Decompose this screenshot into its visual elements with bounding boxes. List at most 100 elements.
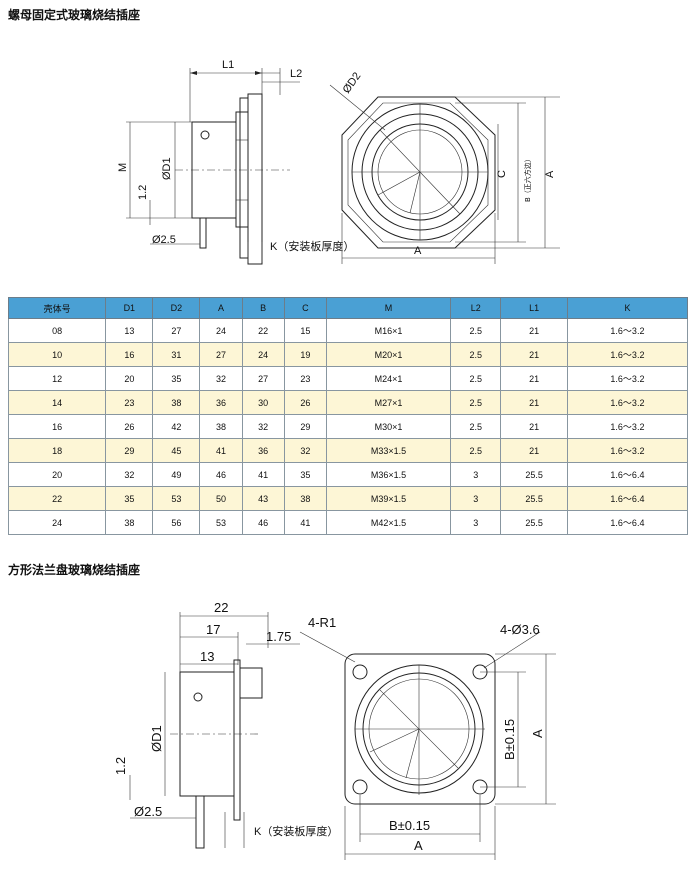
dim-1-2-flange: 1.2 — [113, 757, 128, 775]
dim-D1-flange: ØD1 — [149, 725, 164, 752]
table-cell: 41 — [241, 462, 285, 487]
table-cell: 23 — [283, 366, 327, 391]
table-header-row: 壳体号 D1 D2 A B C M L2 L1 K — [7, 297, 689, 319]
table-cell: 24 — [7, 510, 107, 535]
col-header: A — [199, 297, 243, 319]
table-cell: M42×1.5 — [325, 510, 452, 535]
dim-K: K（安装板厚度） — [270, 239, 354, 253]
table-cell: 16 — [105, 342, 154, 367]
table-cell: 26 — [283, 390, 327, 415]
table-cell: 2.5 — [450, 342, 502, 367]
table-cell: 20 — [7, 462, 107, 487]
table-cell: 2.5 — [450, 318, 502, 343]
dim-B: B（正六方边） — [523, 155, 532, 202]
dim-A-side-flange: A — [530, 729, 545, 738]
table-cell: M36×1.5 — [325, 462, 452, 487]
table-cell: 56 — [152, 510, 201, 535]
table-cell: 27 — [241, 366, 285, 391]
table-cell: 36 — [241, 438, 285, 463]
table-cell: 50 — [199, 486, 243, 511]
table-cell: 16 — [7, 414, 107, 439]
table-cell: 1.6～6.4 — [566, 510, 689, 535]
table-cell: 1.6～3.2 — [566, 318, 689, 343]
table-cell: 1.6～3.2 — [566, 342, 689, 367]
table-cell: M16×1 — [325, 318, 452, 343]
table-cell: 38 — [199, 414, 243, 439]
table-cell: 1.6～6.4 — [566, 462, 689, 487]
table-cell: 2.5 — [450, 414, 502, 439]
table-cell: 27 — [199, 342, 243, 367]
table-cell: 20 — [105, 366, 154, 391]
dim-A-bottom-flange: A — [414, 838, 423, 853]
col-header: 壳体号 — [7, 297, 107, 319]
table-cell: 41 — [283, 510, 327, 535]
table-cell: 45 — [152, 438, 201, 463]
dim-M: M — [117, 163, 129, 172]
dim-d2-5-flange: Ø2.5 — [134, 804, 162, 819]
table-cell: 12 — [7, 366, 107, 391]
table-cell: 32 — [105, 462, 154, 487]
col-header: D1 — [105, 297, 154, 319]
table-cell: 38 — [283, 486, 327, 511]
dim-L1: L1 — [222, 59, 234, 71]
dim-C: C — [496, 170, 508, 178]
table-cell: 21 — [500, 390, 568, 415]
nut-mount-side-view: L1 L2 M ØD1 1.2 Ø2.5 K（安装板厚度） — [117, 59, 354, 265]
table-cell: 21 — [500, 342, 568, 367]
table-cell: 18 — [7, 438, 107, 463]
table-cell: 27 — [152, 318, 201, 343]
table-cell: 24 — [199, 318, 243, 343]
table-cell: 35 — [283, 462, 327, 487]
dim-17: 17 — [206, 622, 220, 637]
table-cell: 1.6～6.4 — [566, 486, 689, 511]
table-cell: 53 — [152, 486, 201, 511]
table-cell: 25.5 — [500, 486, 568, 511]
table-cell: 35 — [105, 486, 154, 511]
table-cell: 30 — [241, 390, 285, 415]
table-cell: M24×1 — [325, 366, 452, 391]
table-cell: M33×1.5 — [325, 438, 452, 463]
col-header: B — [241, 297, 285, 319]
dim-22: 22 — [214, 600, 228, 615]
table-cell: 13 — [105, 318, 154, 343]
table-cell: 25.5 — [500, 462, 568, 487]
table-cell: M30×1 — [325, 414, 452, 439]
table-cell: 42 — [152, 414, 201, 439]
dim-1-2: 1.2 — [137, 185, 149, 200]
col-header: K — [566, 297, 689, 319]
table-cell: 2.5 — [450, 366, 502, 391]
section1-title: 螺母固定式玻璃烧结插座 — [8, 8, 141, 22]
table-cell: 38 — [105, 510, 154, 535]
table-cell: 38 — [152, 390, 201, 415]
dim-D2: ØD2 — [341, 70, 364, 95]
table-cell: 3 — [450, 510, 502, 535]
table-cell: 26 — [105, 414, 154, 439]
table-cell: 10 — [7, 342, 107, 367]
dim-B-side: B±0.15 — [502, 719, 517, 760]
col-header: D2 — [152, 297, 201, 319]
dim-B-bottom: B±0.15 — [389, 818, 430, 833]
col-header: C — [283, 297, 327, 319]
table-cell: 25.5 — [500, 510, 568, 535]
table-cell: 32 — [199, 366, 243, 391]
dim-d2-5: Ø2.5 — [152, 234, 176, 246]
table-cell: 23 — [105, 390, 154, 415]
table-cell: 2.5 — [450, 390, 502, 415]
table-cell: 2.5 — [450, 438, 502, 463]
table-cell: 22 — [7, 486, 107, 511]
dim-1-75: 1.75 — [266, 629, 291, 644]
table-cell: 08 — [7, 318, 107, 343]
dim-D1: ØD1 — [161, 157, 173, 180]
table-cell: 31 — [152, 342, 201, 367]
table-cell: 35 — [152, 366, 201, 391]
callout-hole: 4-Ø3.6 — [500, 622, 540, 637]
flange-side-view: 22 17 1.75 13 ØD1 1.2 Ø2.5 K（安装板厚度） — [113, 600, 338, 849]
